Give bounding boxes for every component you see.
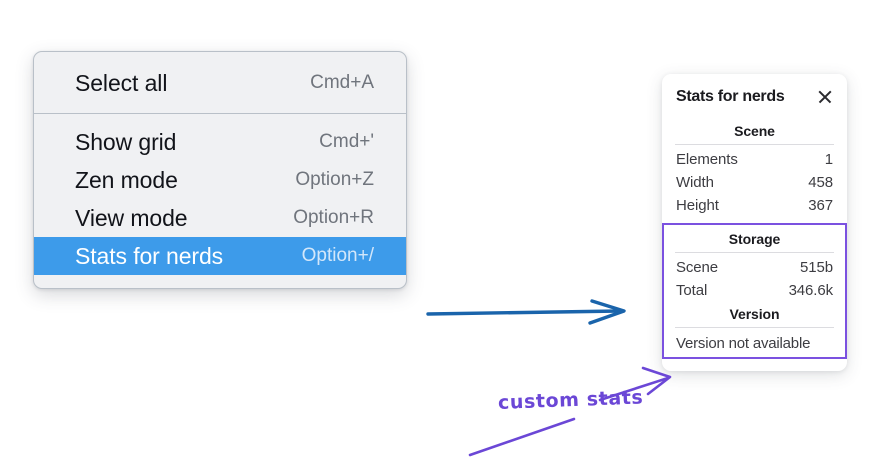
stat-value: 1 [824, 151, 833, 168]
menu-item-label: View mode [75, 204, 188, 231]
stat-value: 367 [808, 197, 833, 214]
stats-panel-title: Stats for nerds [676, 88, 785, 105]
menu-item-shortcut: Option+/ [301, 245, 374, 266]
context-menu: Select all Cmd+A Show grid Cmd+' Zen mod… [33, 51, 407, 289]
stat-key: Scene [676, 259, 719, 276]
stat-key: Total [676, 282, 708, 299]
stats-for-nerds-panel: Stats for nerds Scene Elements 1 Width 4… [662, 74, 847, 371]
stat-row-storage-total: Total 346.6k [664, 279, 845, 302]
stat-key: Width [676, 174, 714, 191]
section-heading-scene: Scene [734, 123, 775, 139]
close-icon[interactable] [816, 88, 834, 106]
menu-group-2: Show grid Cmd+' Zen mode Option+Z View m… [34, 114, 406, 288]
stat-value: 458 [808, 174, 833, 191]
divider [675, 252, 834, 253]
section-heading-storage: Storage [728, 231, 781, 247]
section-heading-version: Version [729, 306, 780, 322]
menu-item-shortcut: Cmd+A [310, 72, 374, 93]
menu-separator [34, 113, 406, 114]
menu-item-zen-mode[interactable]: Zen mode Option+Z [34, 161, 406, 199]
scene-section: Scene Elements 1 Width 458 Height 367 [662, 122, 847, 217]
menu-item-show-grid[interactable]: Show grid Cmd+' [34, 123, 406, 161]
stat-row-elements: Elements 1 [662, 148, 847, 171]
storage-section: Storage Scene 515b Total 346.6k [664, 227, 845, 302]
menu-item-label: Show grid [75, 128, 177, 155]
menu-item-view-mode[interactable]: View mode Option+R [34, 199, 406, 237]
stats-panel-header: Stats for nerds [662, 88, 847, 106]
version-status-text: Version not available [676, 335, 811, 352]
menu-item-label: Stats for nerds [75, 242, 224, 269]
stat-row-height: Height 367 [662, 194, 847, 217]
divider [675, 327, 834, 328]
menu-item-label: Zen mode [75, 166, 178, 193]
menu-item-stats-for-nerds[interactable]: Stats for nerds Option+/ [34, 237, 406, 275]
blue-arrow-annotation [426, 299, 626, 325]
menu-item-shortcut: Option+Z [295, 169, 374, 190]
divider [675, 144, 834, 145]
menu-item-shortcut: Cmd+' [319, 131, 374, 152]
custom-stats-highlight-box: Storage Scene 515b Total 346.6k Version … [662, 223, 847, 359]
version-section: Version Version not available [664, 302, 845, 353]
purple-pointer-stroke [468, 417, 576, 457]
handwritten-annotation-custom-stats: custom stats [497, 386, 644, 414]
menu-group-1: Select all Cmd+A [34, 52, 406, 113]
stat-key: Height [676, 197, 719, 214]
stat-row-width: Width 458 [662, 171, 847, 194]
stat-value: 515b [800, 259, 833, 276]
menu-item-shortcut: Option+R [293, 207, 374, 228]
menu-item-select-all[interactable]: Select all Cmd+A [34, 64, 406, 102]
stat-row-storage-scene: Scene 515b [664, 256, 845, 279]
stat-value: 346.6k [788, 282, 834, 299]
stat-key: Elements [676, 151, 738, 168]
menu-item-label: Select all [75, 69, 168, 96]
